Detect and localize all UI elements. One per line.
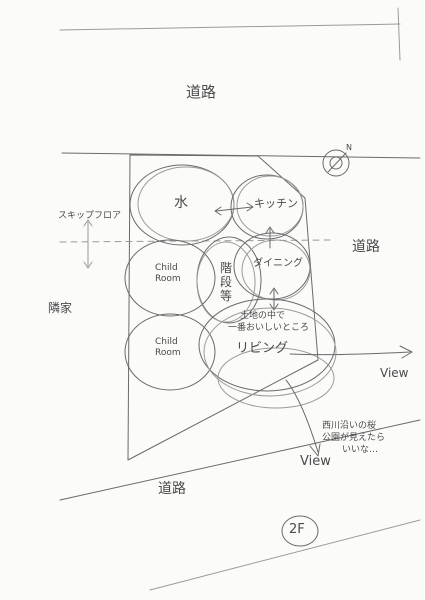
bubble-dining-2 bbox=[241, 239, 311, 301]
water-kitchen-arrow bbox=[214, 202, 254, 216]
child-room-1-label-line1: Child bbox=[155, 263, 178, 273]
road-edge-bottom bbox=[59, 419, 421, 501]
bubble-water-2 bbox=[137, 166, 235, 242]
paper-fold-line bbox=[397, 7, 401, 61]
road-label-right: 道路 bbox=[352, 239, 380, 255]
dining-kitchen-arrow bbox=[265, 226, 275, 249]
north-label: N bbox=[346, 143, 352, 152]
paper-top-line bbox=[59, 23, 401, 31]
bubble-child-1 bbox=[124, 239, 216, 317]
view-label-right: View bbox=[380, 366, 409, 380]
note-line2: 公園が見えたら bbox=[322, 433, 386, 443]
view-arrow-bottom bbox=[285, 379, 321, 457]
skip-floor-arrow bbox=[83, 219, 93, 269]
floor-circle bbox=[281, 515, 319, 547]
view-label-bottom: View bbox=[300, 454, 331, 469]
kitchen-label: キッチン bbox=[254, 197, 298, 210]
floor-label: 2F bbox=[289, 522, 305, 537]
neighbor-label: 隣家 bbox=[48, 301, 73, 315]
skip-floor-line bbox=[59, 239, 331, 243]
child-room-1-label-line2: Room bbox=[155, 274, 181, 284]
note-line1: 西川沿いの桜 bbox=[322, 421, 377, 431]
site-boundary bbox=[127, 154, 319, 461]
bubble-living-2 bbox=[203, 307, 337, 397]
north-symbol-circle bbox=[322, 149, 350, 177]
north-symbol-arrow bbox=[327, 152, 347, 173]
bubble-living-3 bbox=[217, 347, 335, 409]
dining-living-arrow bbox=[269, 287, 279, 311]
child-room-2-label-line1: Child bbox=[155, 337, 178, 347]
road-label-bottom: 道路 bbox=[158, 481, 186, 497]
skip-floor-label: スキップフロア bbox=[58, 211, 122, 221]
note-line3: いいな… bbox=[342, 445, 379, 455]
living-label: リビング bbox=[236, 341, 289, 356]
road-edge-bottom-lower bbox=[149, 519, 421, 591]
road-label-top: 道路 bbox=[186, 83, 217, 101]
best-spot-label-line2: 一番おいしいところ bbox=[228, 323, 310, 333]
best-spot-label-line1: 土地の中で bbox=[240, 311, 286, 321]
dining-label: ダイニング bbox=[253, 258, 303, 269]
child-room-2-label-line2: Room bbox=[155, 348, 181, 358]
stairs-label: 階段等 bbox=[220, 261, 233, 303]
view-arrow-right bbox=[289, 345, 413, 359]
north-symbol-inner bbox=[329, 156, 343, 170]
water-label: 水 bbox=[174, 195, 188, 211]
bubble-stairs-2 bbox=[196, 241, 256, 323]
bubble-child-2 bbox=[124, 313, 216, 391]
